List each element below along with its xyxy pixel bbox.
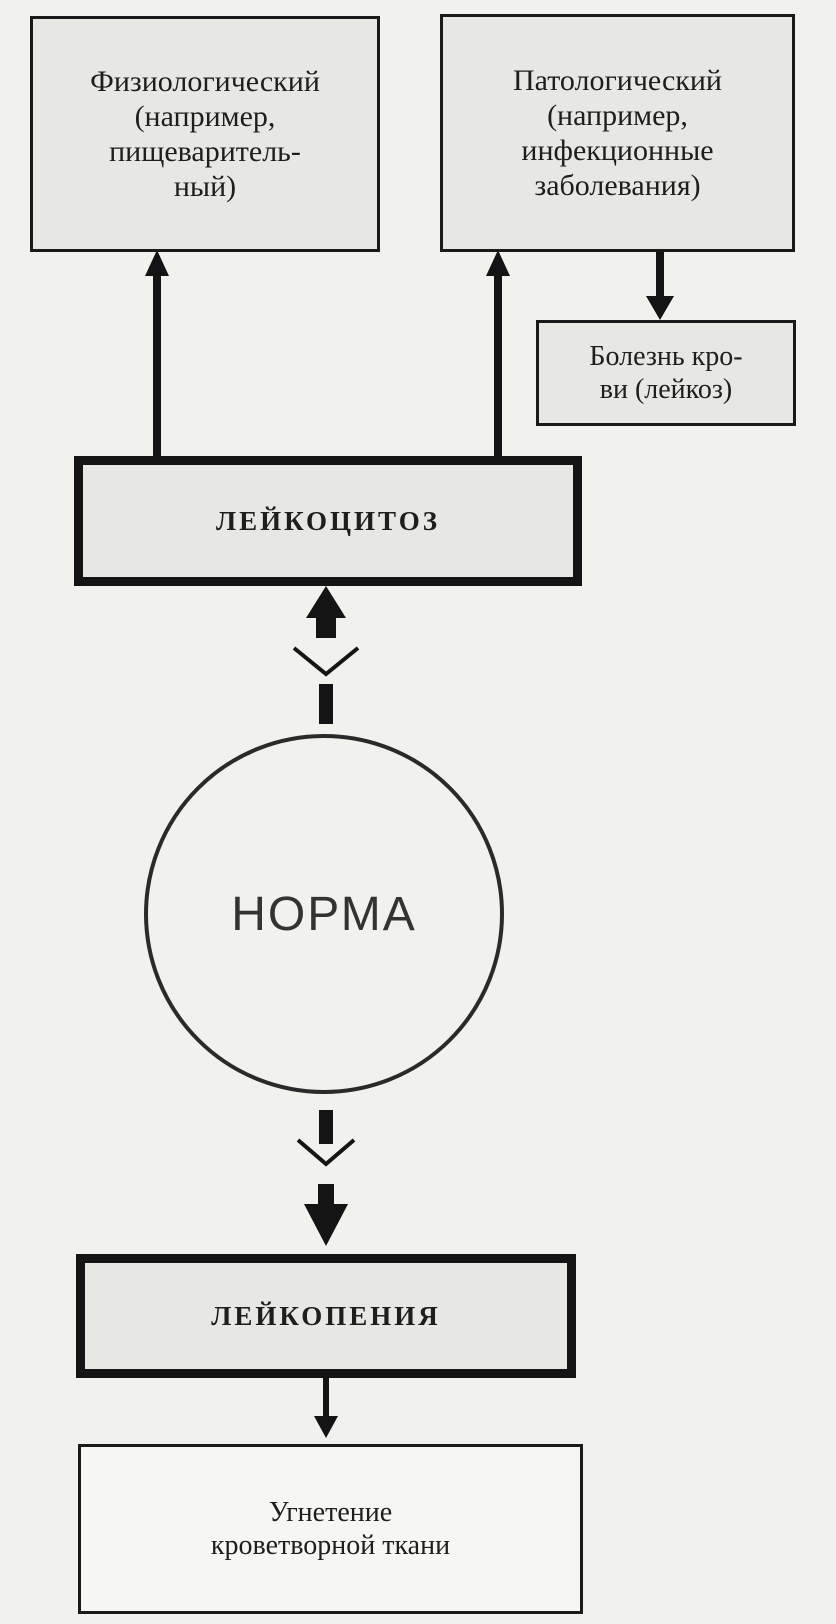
box-leukopenia: ЛЕЙКОПЕНИЯ [76,1254,576,1378]
physiological-line-1: Физиологический [90,65,320,98]
box-blood-disease: Болезнь кро- ви (лейкоз) [536,320,796,426]
pathological-line-2: (например, [547,99,688,132]
blood-disease-line-2: ви (лейкоз) [599,374,733,405]
arrow-leukopenia-to-suppression [314,1374,338,1438]
box-pathological: Патологический (например, инфекционные з… [440,14,795,252]
blood-disease-line-1: Болезнь кро- [589,341,743,372]
physiological-line-4: ный) [173,170,237,203]
pathological-line-4: заболевания) [534,169,701,202]
box-physiological: Физиологический (например, пищеваритель-… [30,16,380,252]
leukopenia-label: ЛЕЙКОПЕНИЯ [211,1300,441,1331]
leukocytosis-label: ЛЕЙКОЦИТОЗ [216,505,440,536]
suppression-line-2: кроветворной ткани [210,1530,451,1561]
physiological-line-2: (например, [134,100,276,133]
pathological-line-3: инфекционные [521,134,714,167]
norma-label: НОРМА [231,887,417,941]
arrow-norma-leukocytosis [292,586,360,724]
arrow-leukocytosis-to-pathological [486,250,510,460]
box-suppression: Угнетение кроветворной ткани [78,1444,583,1614]
arrow-leukocytosis-to-physiological [145,250,169,460]
physiological-line-3: пищеваритель- [109,135,301,168]
box-leukocytosis: ЛЕЙКОЦИТОЗ [74,456,582,586]
norma-circle [144,734,504,1094]
arrow-pathological-to-blood-disease [646,252,674,320]
arrow-norma-leukopenia [296,1110,356,1246]
suppression-line-1: Угнетение [268,1497,393,1528]
pathological-line-1: Патологический [512,64,722,97]
